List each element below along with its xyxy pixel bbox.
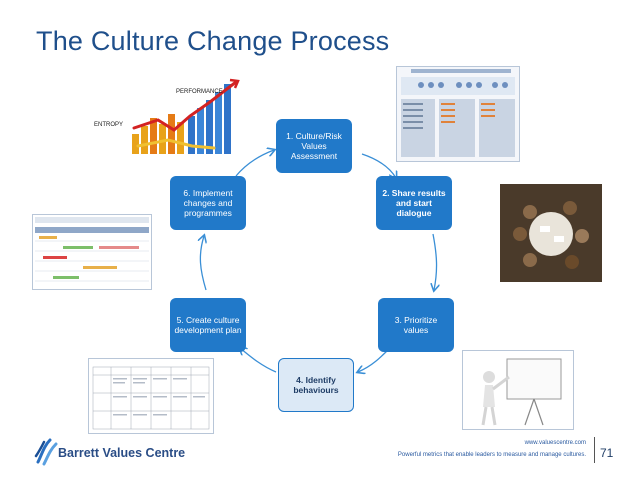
team-meeting-photo — [500, 184, 602, 282]
step-6-box: 6. Implement changes and programmes — [170, 176, 246, 230]
arrow-1-to-2 — [361, 153, 396, 178]
page-title: The Culture Change Process — [36, 26, 390, 56]
barrett-logo-icon — [34, 438, 58, 466]
arrow-2-to-3 — [433, 233, 437, 290]
logo-text: Barrett Values Centre — [58, 446, 186, 460]
page-number: 71 — [600, 446, 614, 460]
behaviours-table-image — [88, 358, 214, 434]
performance-label: PERFORMANCE — [176, 89, 223, 95]
entropy-label: ENTROPY — [94, 122, 124, 128]
step-3-box: 3. Prioritize values — [378, 298, 454, 352]
arrow-4-to-5 — [240, 348, 277, 373]
step-1-box: 1. Culture/Risk Values Assessment — [276, 119, 352, 173]
step-4-box: 4. Identify behaviours — [278, 358, 354, 412]
footer-divider — [594, 437, 595, 463]
performance-entropy-image — [118, 76, 256, 162]
footer-tagline: Powerful metrics that enable leaders to … — [397, 452, 586, 458]
footer-url[interactable]: www.valuescentre.com — [524, 440, 586, 446]
step-2-box: 2. Share results and start dialogue — [376, 176, 452, 230]
arrow-5-to-6 — [200, 236, 206, 291]
performance-bars — [188, 84, 231, 154]
plan-calendar-image — [32, 214, 152, 290]
assessment-report-image — [396, 66, 520, 162]
entropy-bars — [132, 114, 184, 154]
step-5-box: 5. Create culture development plan — [170, 298, 246, 352]
presenter-image — [462, 350, 574, 430]
